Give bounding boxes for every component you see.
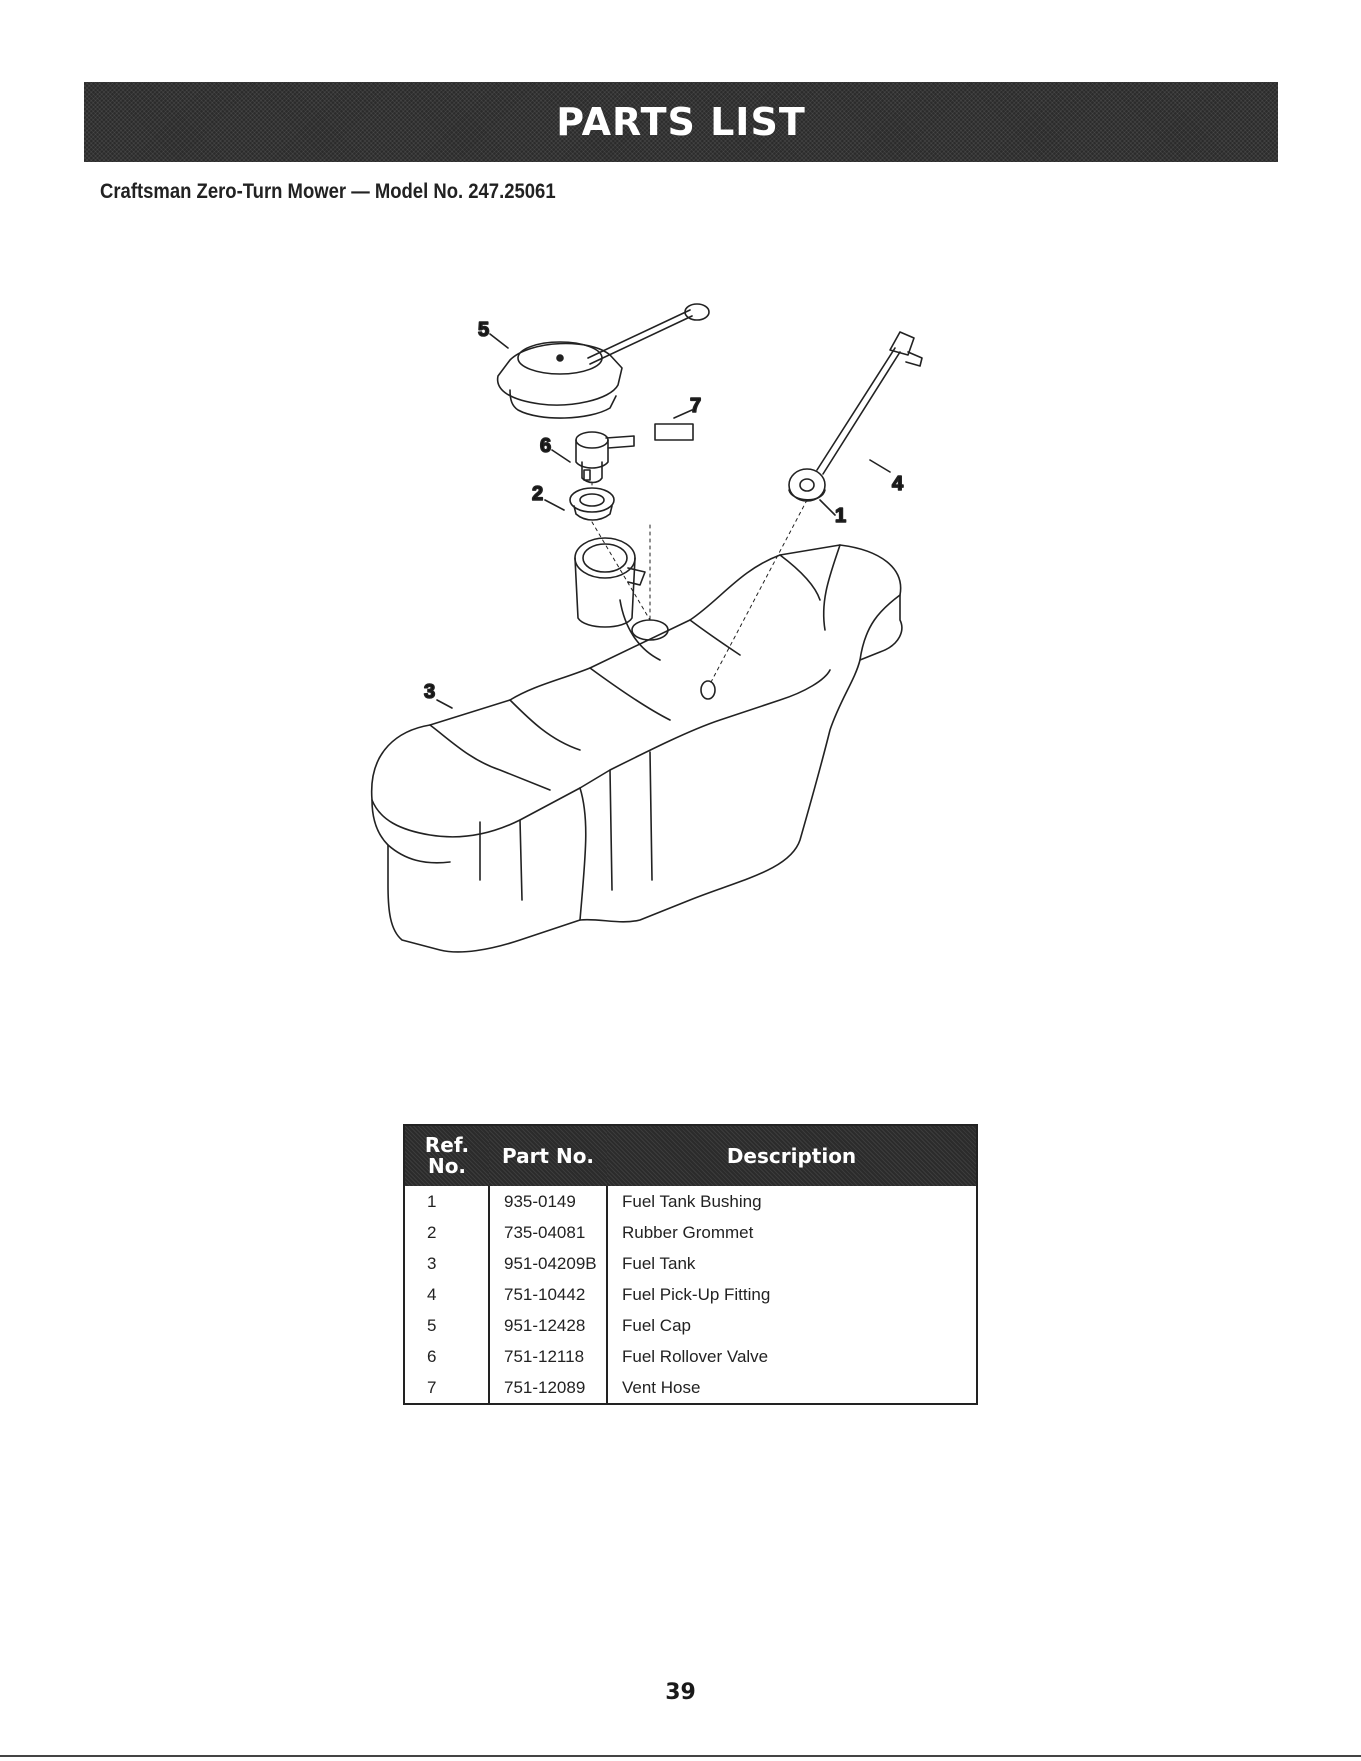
callout-6: 6 xyxy=(540,435,551,457)
description-cell: Fuel Tank Bushing xyxy=(607,1186,977,1217)
bottom-rule xyxy=(0,1755,1361,1757)
part-no-cell: 951-12428 xyxy=(489,1310,607,1341)
description-cell: Fuel Rollover Valve xyxy=(607,1341,977,1372)
ref-no-cell: 4 xyxy=(404,1279,489,1310)
description-cell: Rubber Grommet xyxy=(607,1217,977,1248)
page-title: PARTS LIST xyxy=(556,100,806,144)
callout-3: 3 xyxy=(424,681,435,703)
rollover-valve-drawing xyxy=(576,432,634,483)
callout-1: 1 xyxy=(835,505,846,527)
ref-no-cell: 7 xyxy=(404,1372,489,1404)
ref-no-cell: 1 xyxy=(404,1186,489,1217)
fuel-tank-drawing xyxy=(372,538,902,952)
description-cell: Fuel Pick-Up Fitting xyxy=(607,1279,977,1310)
ref-no-cell: 3 xyxy=(404,1248,489,1279)
callout-4: 4 xyxy=(892,473,904,495)
table-row: 2 735-04081 Rubber Grommet xyxy=(404,1217,977,1248)
header-banner: PARTS LIST xyxy=(84,82,1278,162)
model-subtitle: Craftsman Zero-Turn Mower — Model No. 24… xyxy=(100,180,556,204)
table-row: 3 951-04209B Fuel Tank xyxy=(404,1248,977,1279)
ref-no-cell: 2 xyxy=(404,1217,489,1248)
table-row: 1 935-0149 Fuel Tank Bushing xyxy=(404,1186,977,1217)
fuel-pickup-fitting-drawing xyxy=(817,332,922,474)
parts-table-header: Ref. No. Part No. Description xyxy=(404,1125,977,1186)
table-row: 5 951-12428 Fuel Cap xyxy=(404,1310,977,1341)
column-header-part-no: Part No. xyxy=(489,1125,607,1186)
callout-7: 7 xyxy=(690,395,701,417)
table-row: 4 751-10442 Fuel Pick-Up Fitting xyxy=(404,1279,977,1310)
exploded-parts-diagram: 1 2 3 4 5 6 7 xyxy=(360,300,1040,1040)
part-no-cell: 751-12089 xyxy=(489,1372,607,1404)
fuel-tank-bushing-drawing xyxy=(789,469,825,501)
parts-table: Ref. No. Part No. Description 1 935-0149… xyxy=(403,1124,978,1405)
description-cell: Fuel Cap xyxy=(607,1310,977,1341)
fuel-cap-drawing xyxy=(498,304,709,418)
vent-hose-drawing xyxy=(655,424,693,440)
part-no-cell: 751-12118 xyxy=(489,1341,607,1372)
description-cell: Vent Hose xyxy=(607,1372,977,1404)
part-no-cell: 751-10442 xyxy=(489,1279,607,1310)
ref-no-cell: 6 xyxy=(404,1341,489,1372)
callout-5: 5 xyxy=(478,319,489,341)
column-header-description: Description xyxy=(607,1125,977,1186)
table-row: 6 751-12118 Fuel Rollover Valve xyxy=(404,1341,977,1372)
callout-2: 2 xyxy=(532,483,543,505)
rubber-grommet-drawing xyxy=(570,488,614,520)
callout-leaders xyxy=(437,334,890,708)
part-no-cell: 935-0149 xyxy=(489,1186,607,1217)
description-cell: Fuel Tank xyxy=(607,1248,977,1279)
table-row: 7 751-12089 Vent Hose xyxy=(404,1372,977,1404)
ref-no-cell: 5 xyxy=(404,1310,489,1341)
assembly-guide-lines xyxy=(592,482,807,684)
part-no-cell: 735-04081 xyxy=(489,1217,607,1248)
page-number: 39 xyxy=(0,1680,1361,1705)
column-header-ref-no: Ref. No. xyxy=(404,1125,489,1186)
fuel-tank-illustration: 1 2 3 4 5 6 7 xyxy=(360,300,1040,1040)
part-no-cell: 951-04209B xyxy=(489,1248,607,1279)
